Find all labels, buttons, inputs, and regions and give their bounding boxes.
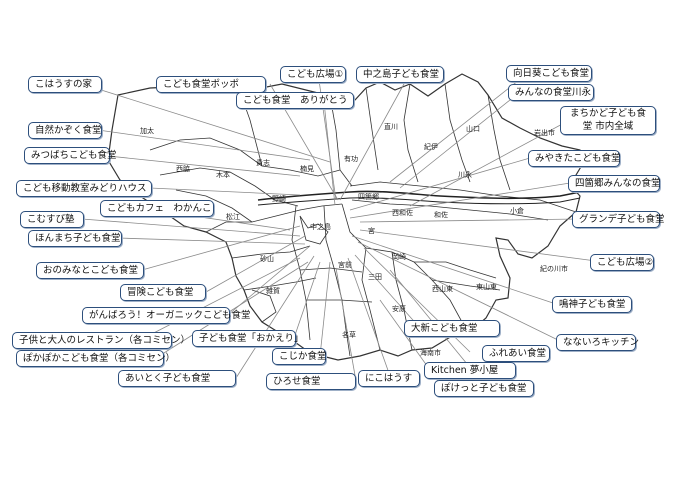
label-cafe-wakanko[interactable]: こどもカフェ わかんこ [100,200,214,217]
label-nanairo[interactable]: なないろキッチン [556,334,639,351]
label-miyakita[interactable]: みやきたこども食堂 [528,150,621,167]
district-name: 楠見 [300,165,314,173]
district-name: 野崎 [272,195,286,203]
district-name: 雑賀 [266,287,280,295]
label-pocket[interactable]: ぽけっと子ども食堂 [434,380,534,397]
label-kodomo-otona-restaurant[interactable]: 子供と大人のレストラン（各コミセン） [12,332,190,349]
district-name: 砂山 [260,255,274,263]
label-grande[interactable]: グランデ子ども食堂 [572,211,665,228]
label-organic[interactable]: がんばろう！オーガニックこども食堂 [82,307,251,324]
label-kitchen-yumegoya[interactable]: Kitchen 夢小屋 [424,362,516,379]
district-name: 名草 [342,331,356,339]
label-onominato[interactable]: おのみなとこども食堂 [36,262,144,279]
district-name: 山口 [466,125,480,133]
district-name: 松江 [226,213,240,221]
label-kodomo-hiroba-1[interactable]: こども広場① [280,66,346,83]
district-name: 西脇 [176,165,190,173]
label-aitoku[interactable]: あいとく子ども食堂 [118,370,236,387]
district-name: 宮 [368,227,375,235]
label-okaeri[interactable]: 子ども食堂「おかえり」 [192,330,304,347]
district-name: 海南市 [420,349,441,357]
label-kojika[interactable]: こじか食堂 [272,348,327,365]
district-name: 西山東 [432,285,453,293]
district-name: 岩出市 [534,129,555,137]
label-pokapoka[interactable]: ぽかぽかこども食堂（各コミセン） [16,350,175,367]
label-hirose[interactable]: ひろせ食堂 [266,373,356,390]
district-name: 貴志 [256,159,270,167]
district-name: 岡崎 [392,253,406,261]
district-name: 四箇郷 [358,193,379,201]
leader-lines [81,72,597,385]
label-bouken[interactable]: 冒険こども食堂 [120,284,206,301]
district-boundaries [149,83,577,357]
label-nikohausu[interactable]: にこはうす [358,370,420,387]
district-name: 川永 [458,171,472,179]
district-name: 直川 [384,123,398,131]
district-name: 宮前 [338,261,352,269]
river-bank [257,197,581,206]
district-name: 有功 [344,155,358,163]
label-kawanaga[interactable]: みんなの食堂川永 [508,84,594,101]
river [257,190,581,201]
district-name: 小倉 [510,207,524,215]
district-name: 中之島 [310,223,331,231]
label-poppo[interactable]: こども食堂ポッポ [156,76,266,93]
label-nakanoshima[interactable]: 中之島子ども食堂 [356,66,444,83]
label-oshin[interactable]: 大新こども食堂 [404,320,500,337]
label-kodomo-hiroba-2[interactable]: こども広場② [590,254,654,271]
label-mitsubachi[interactable]: みつばちこども食堂 [24,147,117,164]
label-kohausu-no-ie[interactable]: こはうすの家 [28,76,102,93]
city-boundary [107,73,583,361]
label-shikagou[interactable]: 四箇郷みんなの食堂 [568,175,661,192]
label-narukami[interactable]: 鳴神子ども食堂 [552,296,632,313]
district-name: 木本 [216,171,230,179]
label-machikado[interactable]: まちかど子ども食堂 市内全域 [560,106,656,135]
label-komusubi-juku[interactable]: こむすび塾 [20,211,84,228]
district-name: 紀伊 [424,143,438,151]
district-name: 三田 [368,273,382,281]
district-name: 和佐 [434,211,448,219]
label-arigatou[interactable]: こども食堂 ありがとう [236,92,354,109]
label-idou-kyoushitsu[interactable]: こども移動教室みどりハウス [16,180,152,197]
district-name: 安原 [392,305,406,313]
district-name: 加太 [140,127,154,135]
label-honmachi[interactable]: ほんまち子ども食堂 [28,230,122,247]
district-name: 紀の川市 [540,265,568,273]
label-himawari[interactable]: 向日葵こども食堂 [506,65,592,82]
district-name: 西和佐 [392,209,413,217]
label-shizen-kazoku[interactable]: 自然かぞく食堂 [28,122,102,139]
label-fureai[interactable]: ふれあい食堂 [482,345,550,362]
district-name: 東山東 [476,283,497,291]
